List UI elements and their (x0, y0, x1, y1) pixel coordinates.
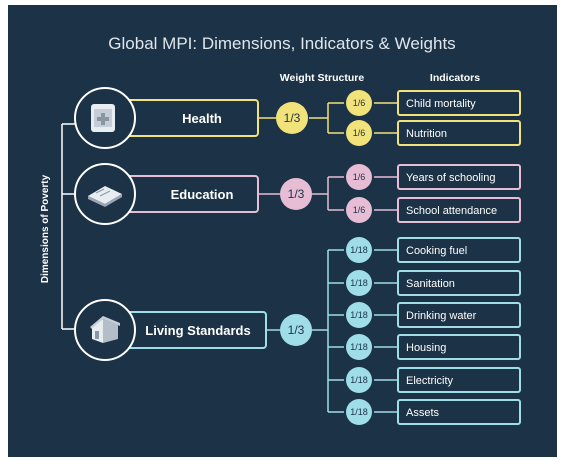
dimension-education: Education 1/3 1/6 Years of schooling 1/6… (74, 163, 521, 225)
indicator-weight-circle (346, 90, 372, 116)
house-icon (90, 316, 120, 343)
indicator-weight-circle (346, 302, 372, 328)
indicator-box (397, 270, 521, 296)
living-standards-label: Living Standards (145, 323, 250, 338)
health-label: Health (182, 111, 222, 126)
indicator-label: Housing (406, 342, 446, 354)
indicator-box (397, 334, 521, 360)
indicator-weight: 1/6 (353, 205, 366, 215)
indicator-box (397, 367, 521, 393)
indicator-label: Nutrition (406, 128, 447, 140)
indicator-label: Years of schooling (406, 172, 496, 184)
indicator-box (397, 302, 521, 328)
indicator-weight-circle (346, 270, 372, 296)
diagram-title: Global MPI: Dimensions, Indicators & Wei… (108, 34, 455, 53)
indicator-weight-circle (346, 399, 372, 425)
indicator-weight: 1/18 (350, 278, 368, 288)
indicator-box (397, 164, 521, 190)
indicator-weight: 1/6 (353, 172, 366, 182)
indicator-weight: 1/18 (350, 375, 368, 385)
left-bracket (61, 123, 76, 330)
education-weight: 1/3 (288, 187, 305, 201)
dimension-living-standards: Living Standards 1/3 1/18 Cooking fuel 1… (74, 237, 521, 425)
dimensions-of-poverty-label: Dimensions of Poverty (40, 174, 51, 283)
indicator-weight: 1/6 (353, 128, 366, 138)
diagram-canvas: Global MPI: Dimensions, Indicators & Wei… (8, 5, 557, 457)
education-label: Education (171, 187, 234, 202)
indicator-box (397, 197, 521, 223)
indicator-label: Child mortality (406, 98, 476, 110)
indicator-box (397, 399, 521, 425)
indicator-weight-circle (346, 197, 372, 223)
indicator-box (397, 120, 521, 146)
indicator-box (397, 90, 521, 116)
indicators-header: Indicators (430, 72, 480, 84)
indicator-label: Assets (406, 407, 440, 419)
education-weight-circle (280, 178, 312, 210)
indicator-weight: 1/18 (350, 245, 368, 255)
indicator-label: Cooking fuel (406, 245, 467, 257)
living-standards-weight-circle (280, 314, 312, 346)
dimension-health: Health 1/3 1/6 Child mortality 1/6 Nutri… (74, 87, 521, 149)
health-weight: 1/3 (284, 111, 301, 125)
indicator-weight-circle (346, 237, 372, 263)
indicator-label: School attendance (406, 205, 497, 217)
indicator-weight-circle (346, 164, 372, 190)
health-connectors (258, 102, 398, 134)
living-connectors (266, 249, 398, 413)
indicator-label: Drinking water (406, 310, 477, 322)
book-icon (88, 186, 122, 207)
medical-kit-icon (91, 104, 115, 132)
health-weight-circle (276, 102, 308, 134)
mpi-diagram: Global MPI: Dimensions, Indicators & Wei… (40, 34, 521, 425)
weight-structure-header: Weight Structure (280, 72, 365, 84)
indicator-weight: 1/6 (353, 98, 366, 108)
indicator-weight-circle (346, 120, 372, 146)
indicator-weight-circle (346, 367, 372, 393)
education-connectors (258, 176, 398, 211)
indicator-label: Sanitation (406, 278, 455, 290)
living-standards-weight: 1/3 (288, 323, 305, 337)
indicator-weight-circle (346, 334, 372, 360)
indicator-weight: 1/18 (350, 342, 368, 352)
indicator-weight: 1/18 (350, 310, 368, 320)
indicator-weight: 1/18 (350, 407, 368, 417)
indicator-label: Electricity (406, 375, 454, 387)
indicator-box (397, 237, 521, 263)
